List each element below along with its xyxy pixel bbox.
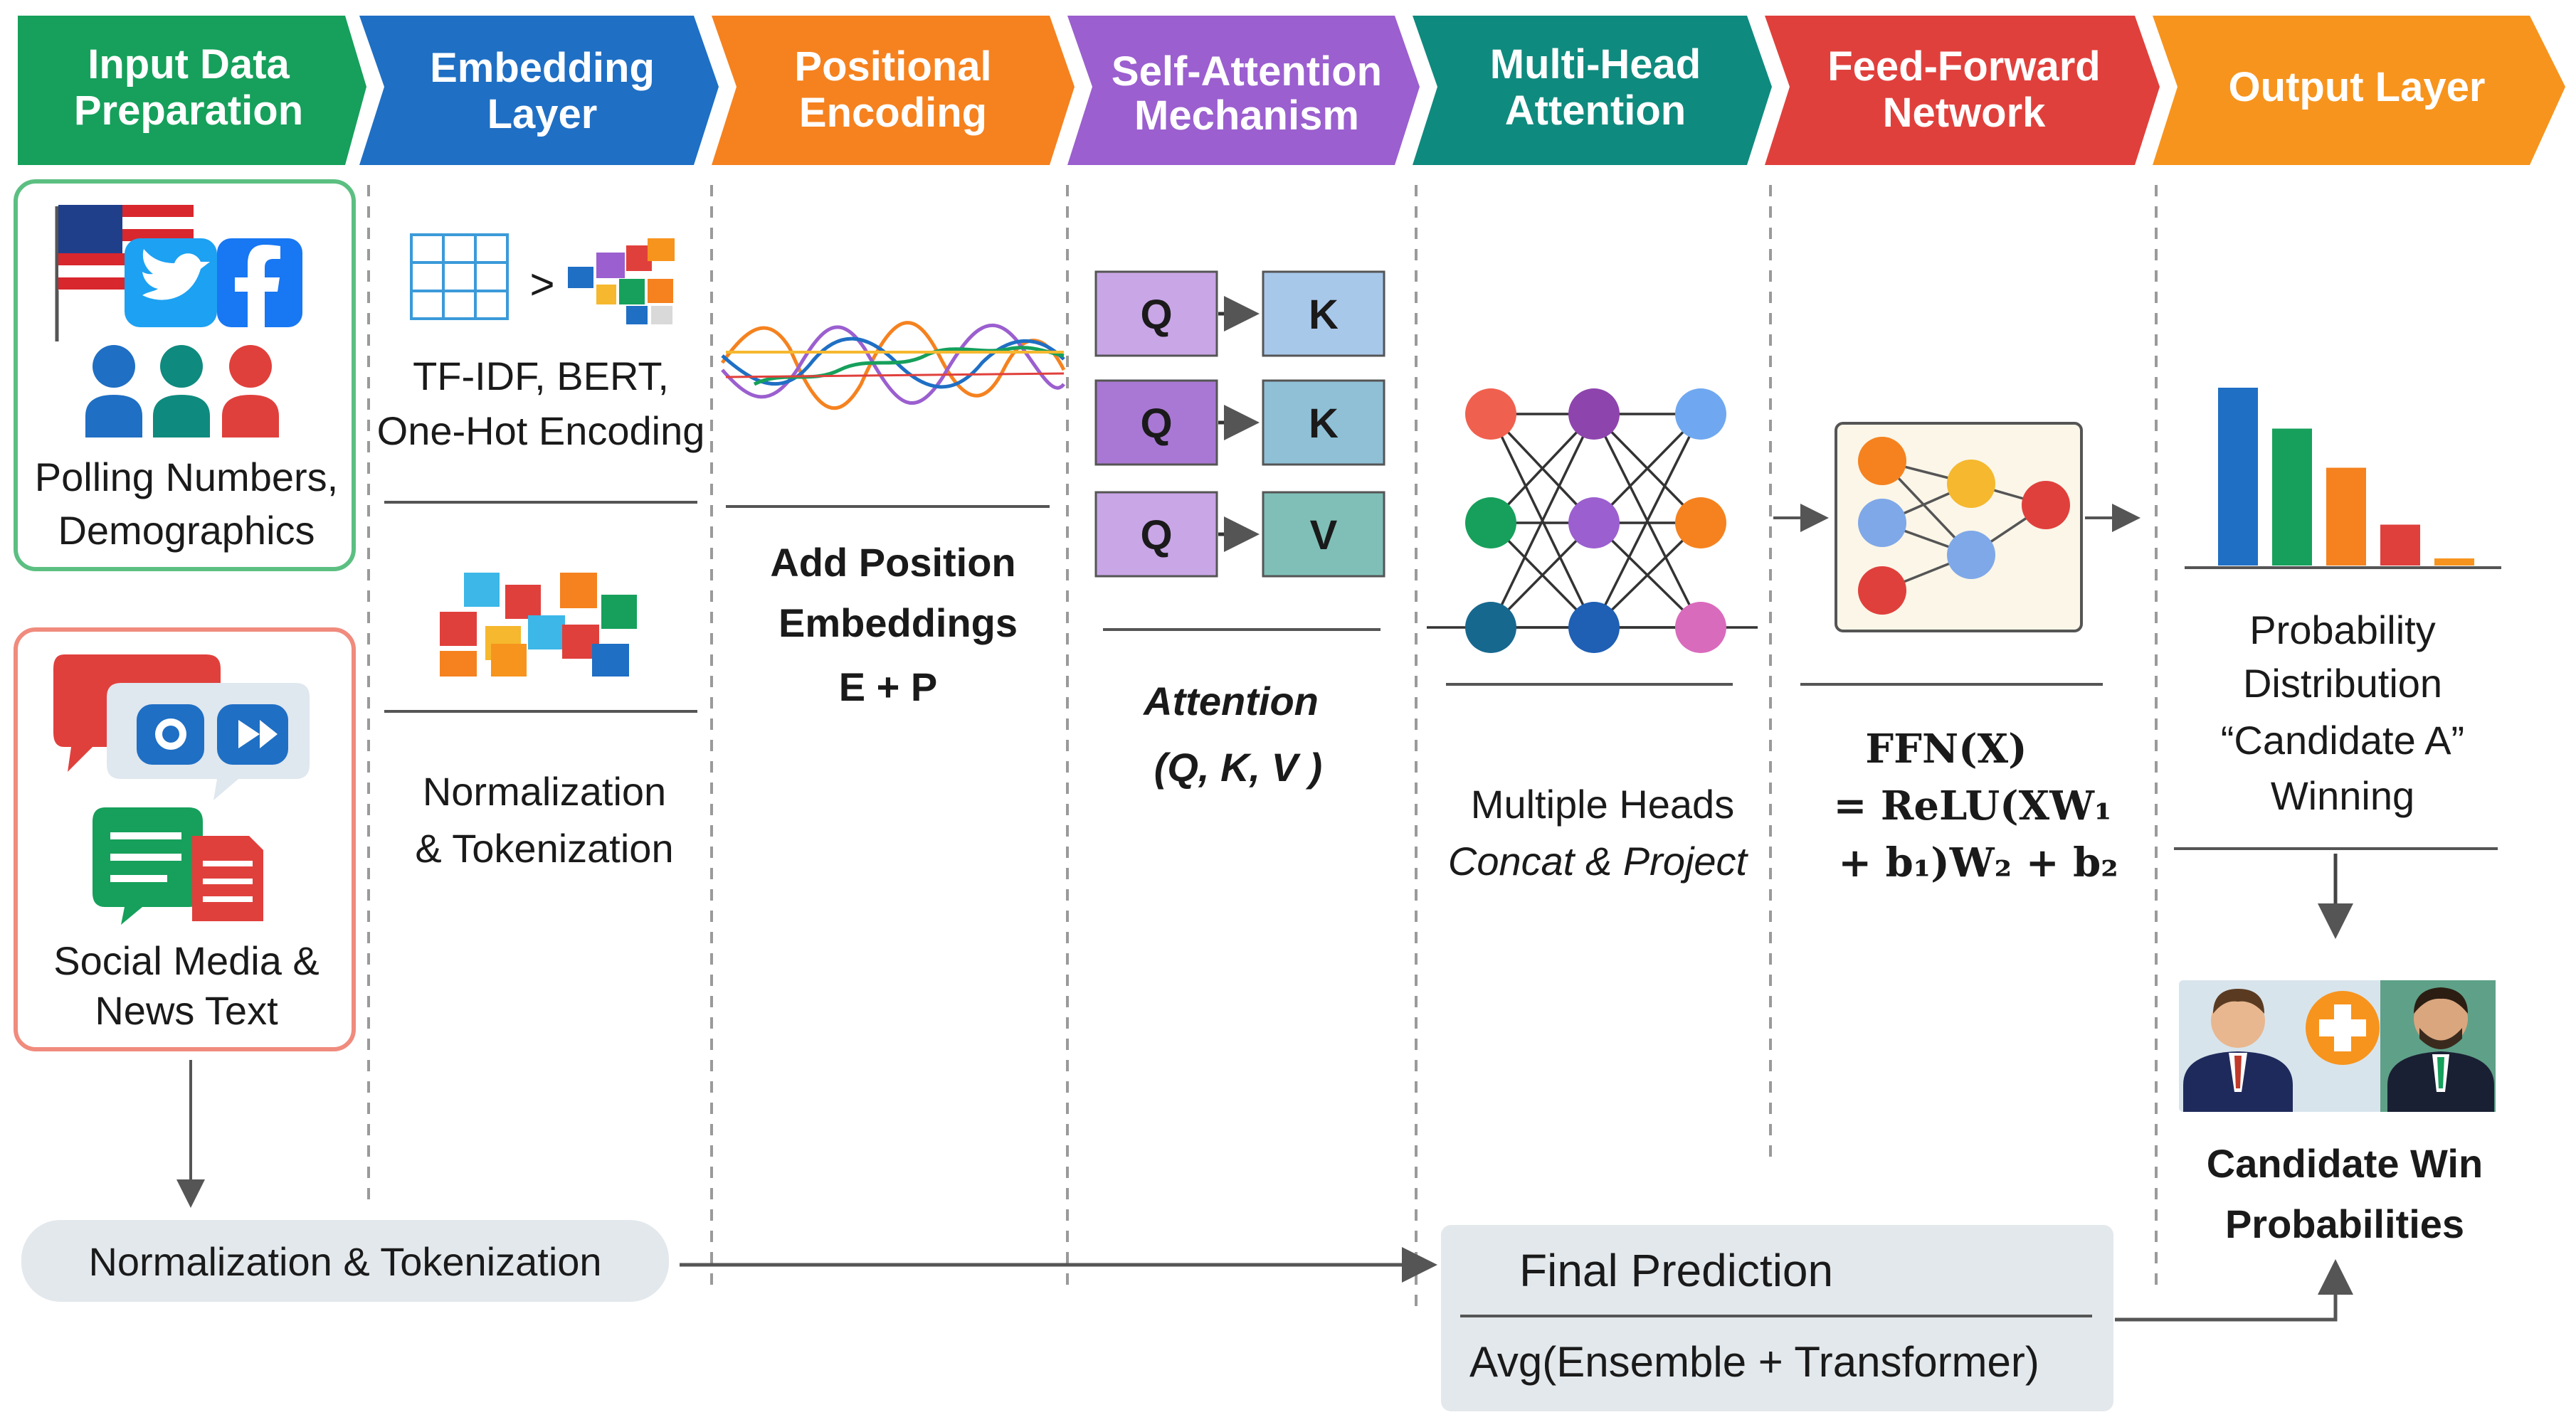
win-label-line1: Candidate Win bbox=[2207, 1141, 2483, 1186]
output-dist-line1: Probability bbox=[2249, 608, 2435, 652]
social-label-line2: News Text bbox=[95, 988, 278, 1033]
stage-header-output: Output Layer bbox=[2153, 16, 2565, 165]
qk-pair-1-right: K bbox=[1309, 292, 1339, 338]
normalization-pill bbox=[21, 1220, 669, 1302]
stage-header-ffn: Feed-Forward Network bbox=[1765, 16, 2160, 165]
probability-bar bbox=[2218, 388, 2258, 566]
final-prediction-formula: Avg(Ensemble + Transformer) bbox=[1469, 1338, 2039, 1386]
stage-embedding-line2: Layer bbox=[487, 91, 598, 137]
qv-pair-3: Q V bbox=[1094, 491, 1385, 578]
probability-bar bbox=[2326, 467, 2366, 566]
positional-formula: E + P bbox=[839, 664, 938, 709]
stage-header-embedding: Embedding Layer bbox=[359, 16, 719, 165]
neural-network-icon bbox=[1427, 388, 1758, 653]
multihead-line2: Concat & Project bbox=[1448, 839, 1749, 884]
sine-waves-icon bbox=[720, 321, 1066, 410]
output-dist-line2: Distribution bbox=[2243, 661, 2442, 706]
ffn-network-icon bbox=[1858, 437, 2070, 615]
stage-multi-head-line1: Multi-Head bbox=[1490, 41, 1701, 87]
column-separators bbox=[367, 185, 2158, 1316]
embedding-column: > TF-IDF, BERT, One-Hot Encoding bbox=[377, 233, 705, 871]
polling-label-line2: Demographics bbox=[58, 508, 315, 553]
stage-embedding-line1: Embedding bbox=[430, 45, 655, 91]
colored-tokens-small-icon bbox=[568, 238, 675, 324]
stage-header-multi-head: Multi-Head Attention bbox=[1413, 16, 1772, 165]
probability-bar bbox=[2380, 524, 2420, 566]
qv-pair-3-left: Q bbox=[1140, 512, 1172, 558]
polling-label-line1: Polling Numbers, bbox=[35, 455, 338, 499]
document-icon bbox=[93, 807, 263, 925]
stage-ffn-line2: Network bbox=[1883, 90, 2047, 136]
chat-bubbles-icon bbox=[53, 654, 310, 800]
final-prediction-title: Final Prediction bbox=[1519, 1245, 1833, 1296]
ffn-formula-line2: = ReLU(XW₁ bbox=[1833, 783, 2111, 829]
attention-formula-line1: Attention bbox=[1142, 679, 1319, 723]
people-icon bbox=[85, 345, 279, 437]
positional-line2: Embeddings bbox=[778, 600, 1018, 645]
to-output-arrow-icon bbox=[2115, 1259, 2353, 1322]
probability-bar bbox=[2434, 558, 2474, 566]
positional-line1: Add Position bbox=[770, 540, 1015, 585]
bottom-flow: Normalization & Tokenization Final Predi… bbox=[21, 1060, 2353, 1411]
stage-ffn-line1: Feed-Forward bbox=[1827, 43, 2101, 90]
stage-self-attention-line2: Mechanism bbox=[1134, 92, 1359, 139]
stage-header-input: Input Data Preparation bbox=[18, 16, 366, 165]
facebook-icon bbox=[217, 238, 302, 327]
stage-input-line2: Preparation bbox=[74, 87, 303, 134]
multihead-column: Multiple Heads Concat & Project bbox=[1427, 388, 1758, 884]
stage-header-self-attention: Self-Attention Mechanism bbox=[1067, 16, 1420, 165]
multihead-line1: Multiple Heads bbox=[1471, 782, 1734, 827]
embedding-norm-line1: Normalization bbox=[423, 769, 666, 814]
probability-bar bbox=[2272, 428, 2312, 566]
stage-self-attention-line1: Self-Attention bbox=[1112, 48, 1382, 95]
colored-tokens-icon bbox=[440, 573, 637, 677]
qv-pair-3-right: V bbox=[1310, 512, 1338, 558]
positional-column: Add Position Embeddings E + P bbox=[720, 321, 1066, 709]
embedding-norm-line2: & Tokenization bbox=[415, 826, 673, 871]
qk-pair-1: Q K bbox=[1094, 270, 1385, 357]
embedding-methods-line2: One-Hot Encoding bbox=[377, 408, 705, 453]
stage-input-line1: Input Data bbox=[88, 41, 290, 87]
stage-positional-line1: Positional bbox=[794, 43, 991, 90]
stage-positional-line2: Encoding bbox=[799, 90, 987, 136]
ffn-column: FFN(X) = ReLU(XW₁ + b₁)W₂ + b₂ bbox=[1773, 422, 2140, 886]
ffn-formula-line1: FFN(X) bbox=[1865, 726, 2027, 773]
ffn-formula-line3: + b₁)W₂ + b₂ bbox=[1838, 839, 2118, 886]
qk-pair-2: Q K bbox=[1094, 379, 1385, 466]
normalization-pill-label: Normalization & Tokenization bbox=[88, 1239, 601, 1284]
qk-pair-1-left: Q bbox=[1140, 292, 1172, 338]
qk-pair-2-left: Q bbox=[1140, 400, 1172, 447]
output-column: Probability Distribution “Candidate A” W… bbox=[2174, 388, 2501, 1246]
social-label-line1: Social Media & bbox=[53, 938, 320, 983]
output-dist-line4: Winning bbox=[2271, 773, 2414, 818]
attention-formula-line2: (Q, K, V ) bbox=[1154, 745, 1322, 790]
candidates-icon bbox=[2179, 980, 2496, 1112]
greater-than-glyph: > bbox=[529, 260, 554, 308]
input-column: Polling Numbers, Demographics Social Med… bbox=[14, 179, 356, 1051]
stage-output-line1: Output Layer bbox=[2229, 64, 2486, 110]
stage-multi-head-line2: Attention bbox=[1505, 87, 1686, 134]
stage-headers: Input Data Preparation Embedding Layer P… bbox=[18, 16, 2565, 165]
qk-pair-2-right: K bbox=[1309, 400, 1339, 447]
stage-header-positional: Positional Encoding bbox=[712, 16, 1075, 165]
twitter-icon bbox=[125, 238, 217, 327]
embedding-methods-line1: TF-IDF, BERT, bbox=[413, 354, 669, 398]
self-attention-column: Q K Q K Q V Attention (Q, K, V ) bbox=[1094, 270, 1385, 790]
bar-chart-icon bbox=[2218, 388, 2474, 566]
grid-icon bbox=[410, 233, 509, 320]
output-dist-line3: “Candidate A” bbox=[2221, 718, 2464, 763]
win-label-line2: Probabilities bbox=[2225, 1201, 2464, 1246]
final-prediction-box bbox=[1441, 1225, 2113, 1411]
